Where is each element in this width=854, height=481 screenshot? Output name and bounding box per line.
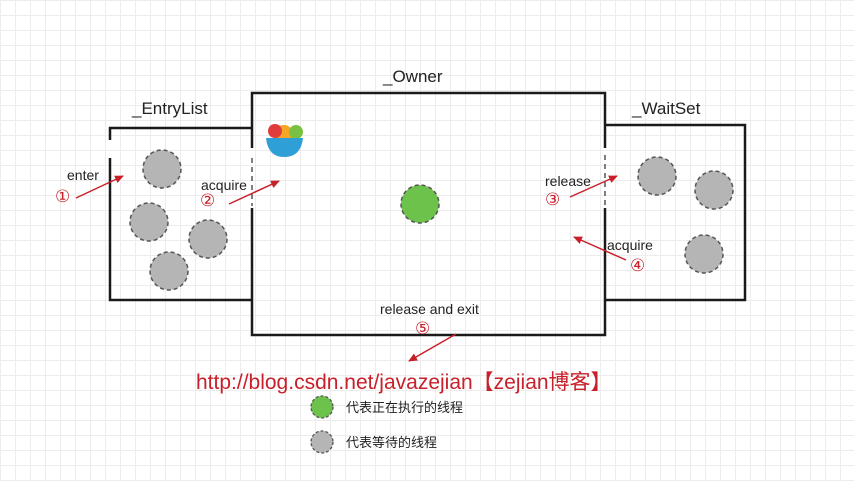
wait-set-title: _WaitSet — [631, 99, 701, 118]
entry-list-title: _EntryList — [131, 99, 208, 118]
waiting-thread — [684, 234, 724, 274]
acquire-entry-label: acquire — [201, 177, 247, 193]
watermark-url: http://blog.csdn.net/javazejian【zejian博客… — [196, 371, 612, 394]
waiting-thread — [142, 149, 182, 189]
acquire-wait-arrow — [573, 236, 627, 261]
entry-list-box — [108, 126, 252, 302]
waiting-thread — [637, 156, 677, 196]
release-step-number: ③ — [545, 190, 560, 209]
legend-running-text: 代表正在执行的线程 — [346, 400, 463, 416]
wait-set-threads — [637, 156, 734, 274]
enter-arrow — [75, 175, 124, 199]
release-exit-step-number: ⑤ — [415, 319, 430, 338]
acquire-wait-step-number: ④ — [630, 256, 645, 275]
release-exit-arrow — [408, 333, 457, 362]
waiting-thread — [129, 202, 169, 242]
release-label: release — [545, 173, 591, 189]
release-arrow — [569, 175, 618, 198]
waiting-thread — [694, 170, 734, 210]
running-thread — [400, 184, 440, 224]
release-exit-label: release and exit — [380, 301, 479, 317]
legend-waiting-swatch — [310, 430, 334, 454]
wait-set-box — [605, 123, 747, 302]
legend: 代表正在执行的线程 代表等待的线程 — [310, 395, 463, 454]
entry-list-threads — [129, 149, 228, 291]
waiting-thread — [149, 251, 189, 291]
legend-waiting-text: 代表等待的线程 — [346, 435, 437, 451]
acquire-wait-label: acquire — [607, 237, 653, 253]
owner-title: _Owner — [382, 67, 443, 86]
acquire-entry-arrow — [228, 180, 280, 205]
enter-label: enter — [67, 167, 99, 183]
owner-box — [250, 91, 607, 337]
fruit-bowl-icon — [266, 124, 303, 157]
waiting-thread — [188, 219, 228, 259]
acquire-entry-step-number: ② — [200, 191, 215, 210]
legend-running-swatch — [310, 395, 334, 419]
enter-step-number: ① — [55, 187, 70, 206]
